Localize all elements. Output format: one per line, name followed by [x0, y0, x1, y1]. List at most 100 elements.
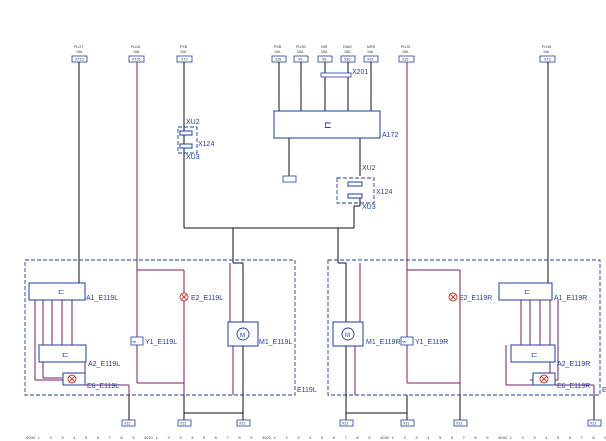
svg-text:X31: X31	[124, 422, 130, 426]
ruler-mark: 1	[38, 435, 41, 440]
svg-text:⌁: ⌁	[132, 339, 136, 346]
svg-text:XU2: XU2	[362, 165, 376, 172]
ruler-mark: 7	[581, 435, 584, 440]
top-connector-inr: INR 15A X8	[317, 45, 333, 63]
svg-text:X9: X9	[298, 58, 302, 62]
svg-text:X30: X30	[344, 58, 350, 62]
svg-text:Y1_E119R: Y1_E119R	[415, 339, 448, 346]
ruler-mark: 4	[309, 435, 312, 440]
svg-text:X8: X8	[322, 58, 326, 62]
e6-e119l-lamp: E6_E119L	[62, 372, 119, 390]
ruler-mark: 3	[415, 435, 418, 440]
svg-text:15A: 15A	[133, 50, 140, 54]
top-connector-plot: PLOT 15A XT13	[71, 45, 88, 63]
svg-text:X31: X31	[456, 422, 462, 426]
svg-text:A2_E119L: A2_E119L	[88, 361, 120, 368]
ruler-mark: 3	[179, 435, 182, 440]
m1-e119r-motor: M M1_E119R	[332, 321, 401, 347]
ground-connectors: X31 X31 X31 X31 X31 X31 X31	[121, 419, 602, 427]
ruler-mark: 8	[238, 435, 241, 440]
svg-text:15A: 15A	[321, 50, 328, 54]
top-connector-pxb: PXB 10A XT2	[176, 45, 193, 63]
top-connector-plob: PLOB 15A X9	[293, 45, 309, 63]
ruler-mark: 1	[156, 435, 159, 440]
ruler-mark: 4	[545, 435, 548, 440]
left-group-frame: E119L	[24, 259, 317, 396]
svg-text:10A: 10A	[180, 50, 187, 54]
ruler-mark: 6	[333, 435, 336, 440]
ruler-mark: 3	[533, 435, 536, 440]
svg-text:XU3: XU3	[186, 154, 200, 161]
svg-text:PXB: PXB	[274, 45, 282, 49]
ruler-mark: 7	[227, 435, 230, 440]
svg-text:X31: X31	[239, 422, 245, 426]
ruler-mark: 8	[474, 435, 477, 440]
ruler-mark: 7	[345, 435, 348, 440]
svg-text:⌁: ⌁	[402, 339, 406, 346]
svg-text:15A: 15A	[543, 50, 550, 54]
ruler-mark: 9	[604, 435, 606, 440]
ruler-mark: 5	[85, 435, 88, 440]
ruler-mark: 2	[404, 435, 407, 440]
svg-text:⊏: ⊏	[524, 287, 531, 296]
svg-text:PLD8: PLD8	[542, 45, 551, 49]
ruler-mark: 4	[191, 435, 194, 440]
ruler-mark: 9	[132, 435, 135, 440]
ruler-mark: 1	[274, 435, 277, 440]
ruler-mark: 3	[297, 435, 300, 440]
svg-text:PXB: PXB	[180, 45, 188, 49]
svg-text:X31: X31	[590, 422, 596, 426]
ruler-mark: 5	[321, 435, 324, 440]
svg-text:E119L: E119L	[297, 387, 317, 394]
svg-text:PLD9: PLD9	[401, 45, 410, 49]
svg-text:X29: X29	[402, 58, 408, 62]
ruler-mark: 3	[61, 435, 64, 440]
svg-text:PLOB: PLOB	[296, 45, 306, 49]
svg-text:⊏: ⊏	[62, 350, 69, 359]
svg-text:X31: X31	[403, 422, 409, 426]
ruler-mark: 4	[73, 435, 76, 440]
top-connector-diag: DIAG 15A X30	[340, 45, 356, 63]
ruler-mark: 6	[215, 435, 218, 440]
svg-text:15A: 15A	[76, 50, 83, 54]
a2-e119l-module: ⊏ A2_E119L	[38, 344, 120, 368]
a172-ground-connector	[282, 175, 297, 183]
svg-text:A172: A172	[382, 132, 398, 139]
ruler-mark: 9	[250, 435, 253, 440]
ruler-mark: 1	[392, 435, 395, 440]
a2-e119r-module: ⊏ A2_E119R	[510, 344, 590, 368]
ruler-mark: 4020	[262, 435, 272, 440]
a1-e119l-module: ⊏ A1_E119L	[28, 282, 118, 302]
ruler-mark: 5	[439, 435, 442, 440]
svg-text:XT13: XT13	[75, 58, 84, 62]
svg-text:X201: X201	[352, 69, 368, 76]
right-group-frame: E	[327, 259, 606, 396]
svg-text:M: M	[240, 333, 245, 339]
svg-text:DIAG: DIAG	[343, 45, 352, 49]
ruler-mark: 7	[463, 435, 466, 440]
svg-text:Y1_E119L: Y1_E119L	[145, 339, 177, 346]
ruler-mark: 8	[592, 435, 595, 440]
svg-text:A1_E119L: A1_E119L	[86, 295, 118, 302]
x124-left-connector: XU2 X124 XU3	[177, 119, 214, 161]
ruler-mark: 4030	[380, 435, 390, 440]
e2-e119l-lamp: E2_E119L	[179, 292, 223, 302]
svg-text:X31: X31	[180, 422, 186, 426]
svg-text:XT25: XT25	[132, 58, 141, 62]
svg-text:15A: 15A	[297, 50, 304, 54]
svg-text:X124: X124	[376, 189, 392, 196]
ruler-mark: 6	[569, 435, 572, 440]
a1-e119r-module: ⊏ A1_E119R	[498, 282, 587, 302]
top-connector-mrr: MRR 15A X32	[363, 45, 379, 63]
svg-text:⊏: ⊏	[58, 287, 65, 296]
svg-text:10A: 10A	[274, 50, 281, 54]
svg-text:E2_E119L: E2_E119L	[191, 295, 223, 302]
svg-text:XT3: XT3	[544, 58, 551, 62]
a172-module: ⊏ A172	[273, 110, 398, 139]
svg-text:15A: 15A	[402, 50, 409, 54]
svg-text:M: M	[345, 333, 350, 339]
svg-text:E6_E119L: E6_E119L	[87, 383, 119, 390]
svg-text:INR: INR	[321, 45, 328, 49]
